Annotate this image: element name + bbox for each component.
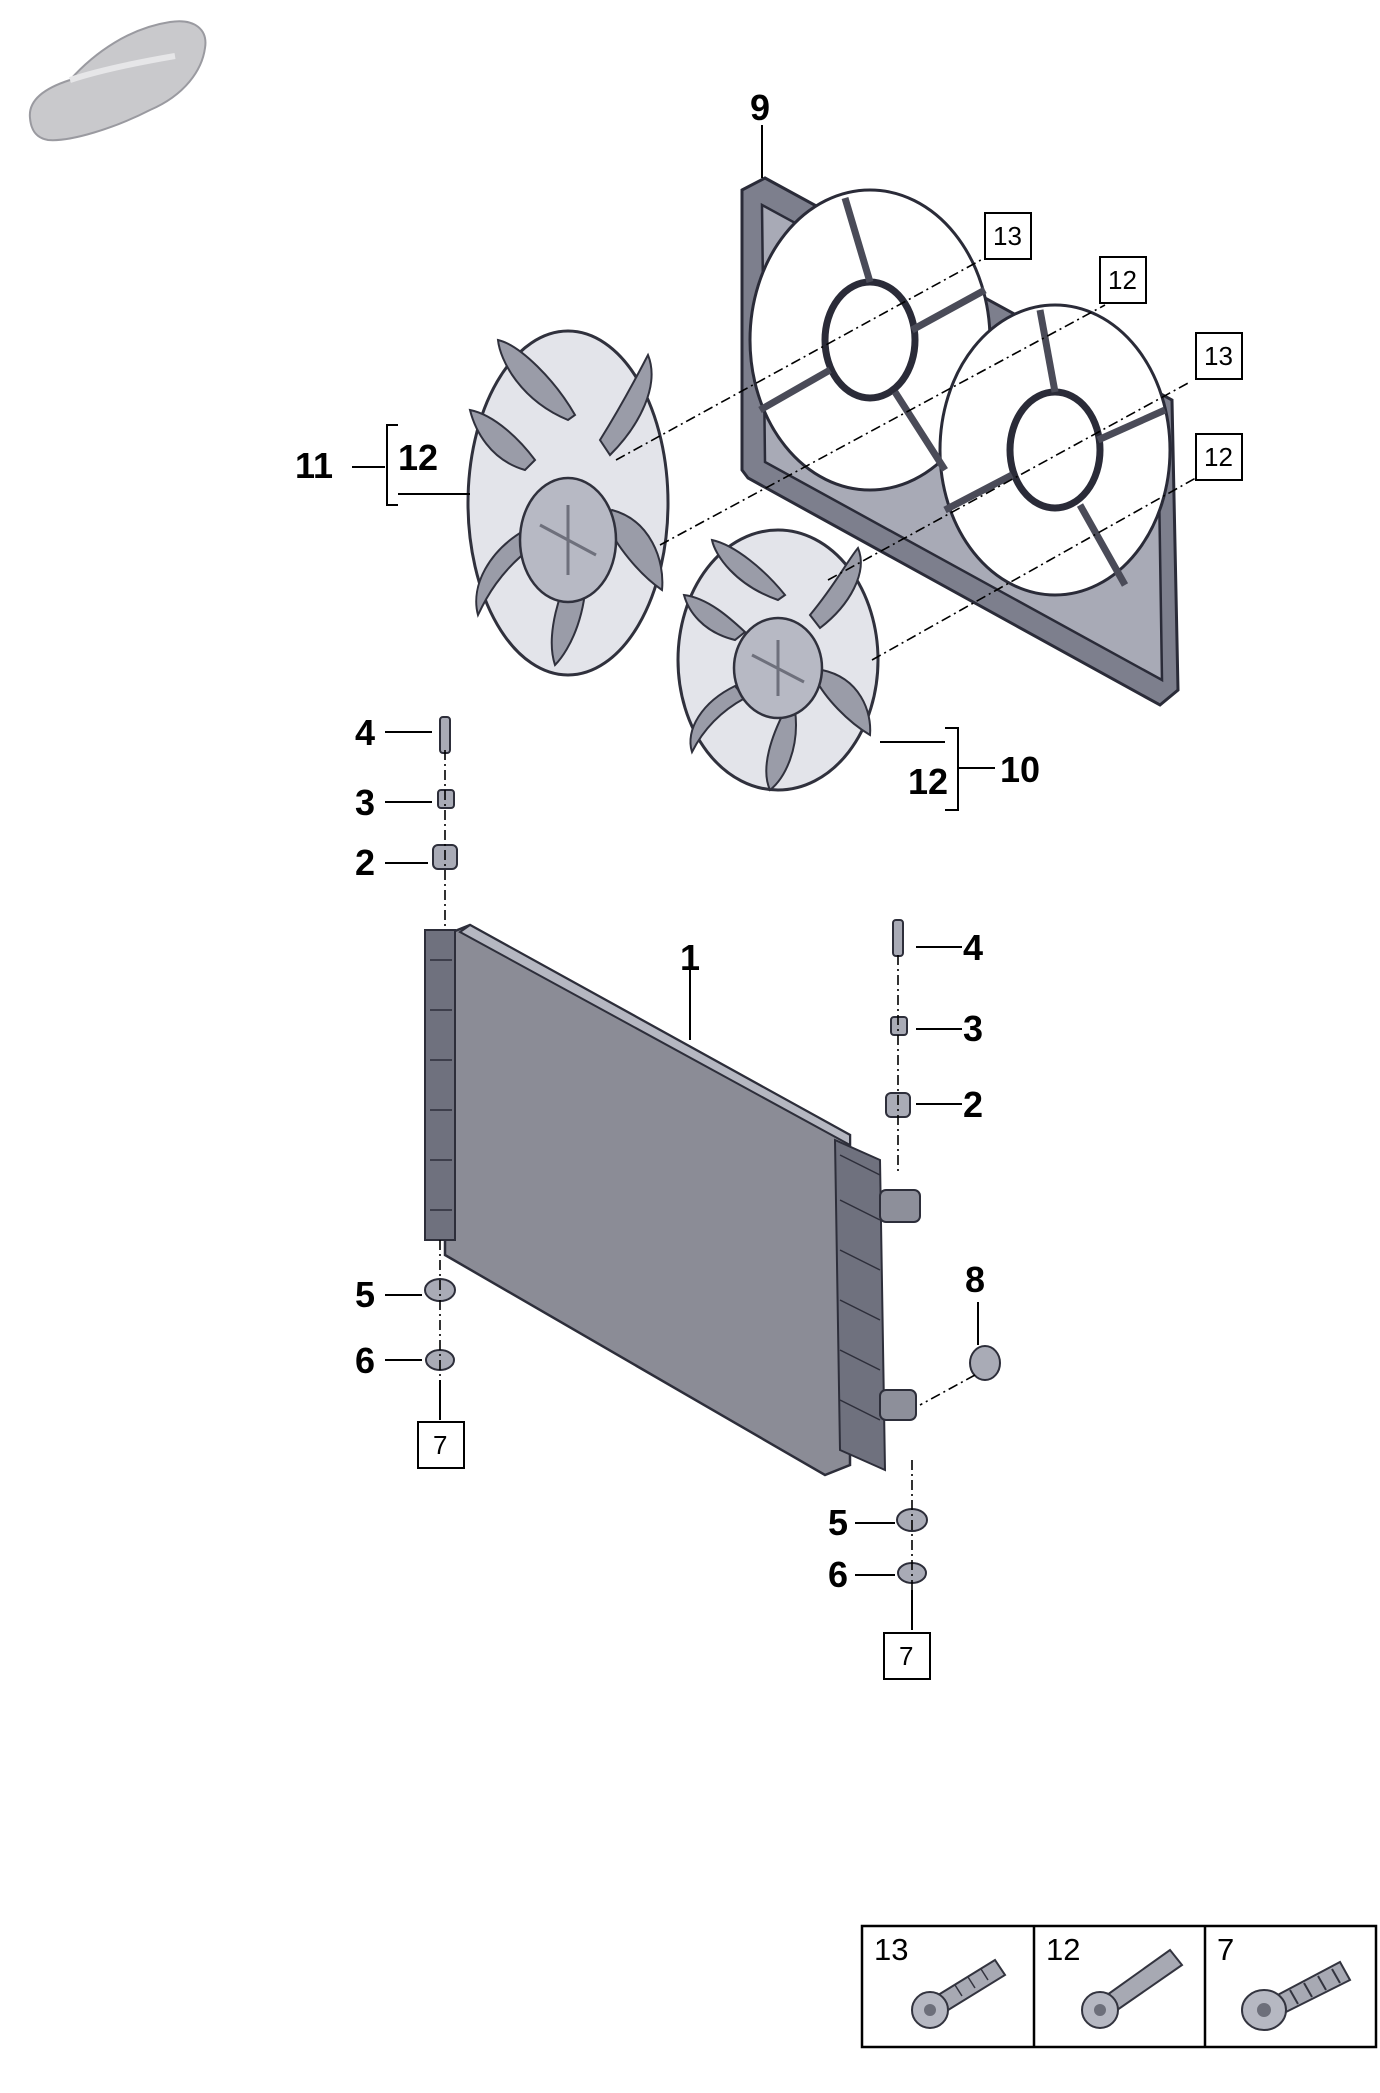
legend-cell-7: 7 xyxy=(1217,1932,1352,2031)
callout-2-right: 2 xyxy=(963,1084,983,1125)
callout-9: 9 xyxy=(750,87,770,128)
flange-bolt-long-icon xyxy=(1081,1948,1184,2029)
boxed-ref-12-right: 12 xyxy=(1195,433,1243,481)
boxed-ref-12-upper: 12 xyxy=(1099,256,1147,304)
self-tapping-screw-icon xyxy=(1241,1960,1352,2031)
fan-left[interactable] xyxy=(466,329,670,677)
svg-text:12: 12 xyxy=(1204,442,1233,472)
legend-number-13: 13 xyxy=(874,1932,908,1967)
callout-12-fan-right: 12 xyxy=(908,761,948,802)
callout-4-right: 4 xyxy=(963,927,983,968)
svg-text:7: 7 xyxy=(899,1641,913,1671)
svg-text:13: 13 xyxy=(1204,341,1233,371)
bushing-left[interactable] xyxy=(437,789,455,809)
callout-3-right: 3 xyxy=(963,1008,983,1049)
leader-lines xyxy=(352,125,995,1630)
fan-shroud[interactable] xyxy=(740,176,1180,707)
pin-left[interactable] xyxy=(439,716,451,754)
callout-2-left: 2 xyxy=(355,842,375,883)
callout-3-left: 3 xyxy=(355,782,375,823)
callout-8: 8 xyxy=(965,1259,985,1300)
legend-cell-13: 13 xyxy=(874,1932,1007,2029)
callout-12-fan-left: 12 xyxy=(398,437,438,478)
pin-right[interactable] xyxy=(892,919,904,957)
callout-11: 11 xyxy=(295,445,333,486)
fastener-legend: 13 12 7 xyxy=(860,1924,1378,2049)
bushing-right[interactable] xyxy=(890,1016,908,1036)
callout-5-left: 5 xyxy=(355,1274,375,1315)
callout-10: 10 xyxy=(1000,749,1040,790)
flange-bolt-short-icon xyxy=(911,1958,1007,2029)
drain-plug[interactable] xyxy=(969,1345,1001,1381)
legend-number-12: 12 xyxy=(1046,1932,1080,1967)
boxed-ref-7-right: 7 xyxy=(883,1632,931,1680)
callout-4-left: 4 xyxy=(355,712,375,753)
boxed-ref-7-left: 7 xyxy=(417,1421,465,1469)
svg-text:12: 12 xyxy=(1108,265,1137,295)
callout-labels: 9 11 12 12 10 1 4 3 2 4 3 2 5 6 8 5 6 xyxy=(295,87,1040,1595)
legend-number-7: 7 xyxy=(1217,1932,1234,1967)
callout-6-right: 6 xyxy=(828,1554,848,1595)
assembly-lines xyxy=(439,254,1211,1630)
radiator[interactable] xyxy=(424,923,921,1477)
svg-text:13: 13 xyxy=(993,221,1022,251)
svg-text:7: 7 xyxy=(433,1430,447,1460)
fan-right[interactable] xyxy=(676,528,880,792)
boxed-ref-13-top: 13 xyxy=(984,212,1032,260)
car-silhouette-icon[interactable] xyxy=(28,20,207,142)
callout-1: 1 xyxy=(680,937,700,978)
legend-cell-12: 12 xyxy=(1046,1932,1184,2029)
callout-5-right: 5 xyxy=(828,1502,848,1543)
callout-6-left: 6 xyxy=(355,1340,375,1381)
boxed-ref-13-right: 13 xyxy=(1195,332,1243,380)
